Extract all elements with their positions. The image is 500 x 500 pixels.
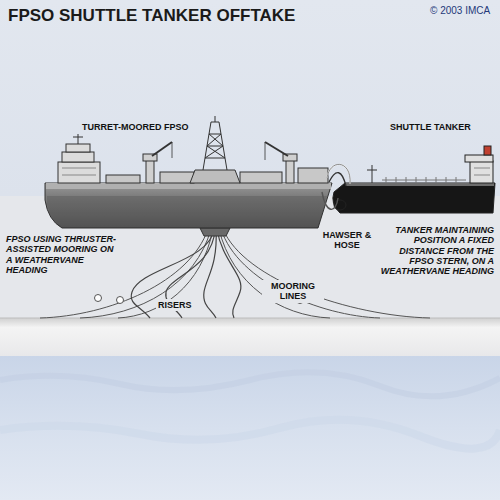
pipe-rack (416, 177, 417, 183)
fpso-superstructure (58, 162, 100, 183)
derrick (203, 122, 227, 170)
fpso-deck-modules (106, 175, 140, 183)
cranes (146, 160, 154, 183)
pipe-rack (386, 177, 387, 183)
shuttle-tanker (470, 161, 493, 183)
background (0, 372, 500, 396)
fpso-hull (45, 183, 332, 228)
shuttle-tanker (465, 155, 493, 162)
pipe-rack (426, 177, 427, 183)
pipe-rack (436, 177, 437, 183)
background (0, 0, 500, 196)
risers (131, 229, 241, 318)
part-label: MOORING LINES (262, 280, 324, 303)
risers (131, 229, 214, 318)
cranes (265, 142, 266, 160)
fpso-superstructure (58, 134, 100, 183)
derrick (205, 134, 225, 158)
copyright-note: © 2003 IMCA (430, 5, 490, 17)
background (0, 318, 500, 356)
fpso-deck-modules (160, 172, 194, 183)
fpso-superstructure (66, 144, 90, 152)
part-label: HAWSER & HOSE (320, 229, 374, 252)
mooring-buoys (117, 297, 124, 304)
mooring-lines (221, 229, 380, 318)
derrick (205, 134, 225, 158)
shuttle-tanker (382, 180, 466, 181)
pipe-rack (456, 177, 457, 183)
mooring-buoys (95, 295, 102, 302)
shuttle-tanker (484, 146, 491, 155)
pipe-rack (406, 177, 407, 183)
shuttle-tanker (333, 183, 495, 213)
pipe-rack (446, 177, 447, 183)
background (0, 196, 500, 318)
derrick (190, 170, 240, 183)
pipe-rack (396, 177, 397, 183)
part-label: RISERS (156, 299, 194, 311)
shuttle-tanker (372, 165, 373, 183)
derrick (215, 116, 216, 122)
hawser-and-hose (322, 164, 350, 209)
shuttle-tanker (333, 146, 495, 213)
cranes (286, 160, 294, 183)
note: TANKER MAINTAINING POSITION A FIXED DIST… (374, 224, 496, 278)
fpso-superstructure (62, 152, 94, 162)
background (0, 420, 500, 449)
risers (204, 229, 216, 318)
fpso-deck-modules (298, 168, 328, 183)
turret (200, 228, 230, 236)
hawser-and-hose (329, 173, 346, 186)
fpso-hull (47, 196, 327, 228)
shuttle-tanker (367, 170, 377, 171)
derrick (190, 116, 240, 183)
vessel-name: TURRET-MOORED FPSO (82, 122, 189, 132)
diagram-title: FPSO SHUTTLE TANKER OFFTAKE (8, 6, 295, 26)
cranes (152, 142, 172, 156)
risers (217, 229, 241, 318)
cranes (265, 142, 288, 156)
fpso-superstructure (78, 134, 79, 144)
shuttle-tanker (474, 168, 490, 169)
fpso-deck-modules (240, 172, 282, 183)
vessel-name: SHUTTLE TANKER (390, 122, 471, 132)
fpso-hull (46, 183, 331, 189)
shuttle-tanker (474, 175, 490, 176)
hawser-and-hose (327, 164, 350, 184)
fpso-hull (45, 183, 332, 228)
fpso-superstructure (62, 168, 96, 169)
fpso-deck-modules (106, 168, 328, 183)
note: FPSO USING THRUSTER-ASSISTED MOORING ON … (4, 233, 120, 276)
hawser-and-hose (322, 192, 338, 209)
turret (200, 228, 230, 236)
hawser-and-hose (327, 164, 350, 184)
fpso-superstructure (73, 137, 83, 138)
background (0, 356, 500, 500)
mooring-lines (118, 229, 213, 318)
cranes (172, 142, 173, 158)
fpso-superstructure (62, 175, 96, 176)
shuttle-tanker (386, 177, 456, 183)
cranes (143, 142, 297, 183)
